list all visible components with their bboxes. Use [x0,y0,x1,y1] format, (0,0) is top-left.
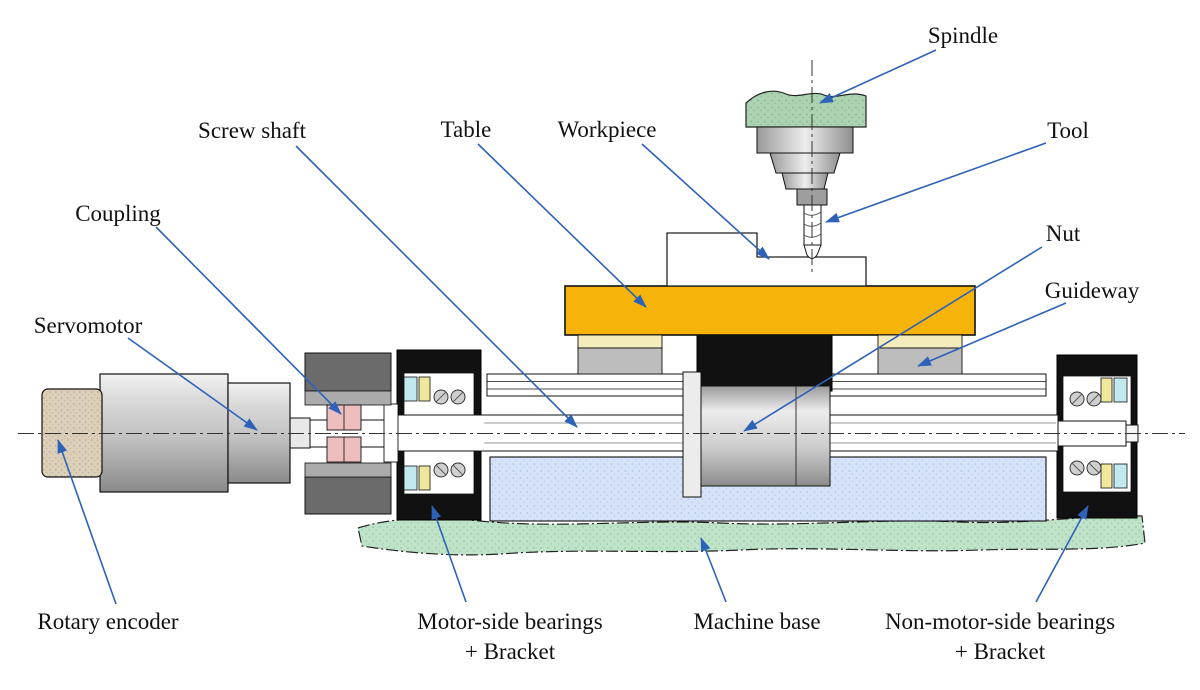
nut-flange [682,371,702,498]
leader-guideway [917,302,1067,367]
leader-non-motor-side-bearings [1035,505,1089,603]
table-pad-right [877,334,963,349]
spindle-housing-step3 [781,172,829,190]
leader-coupling [155,226,342,415]
workpiece-body [666,232,867,287]
leader-workpiece [641,143,770,260]
nut-shape [682,334,833,498]
table-pad-left [577,334,663,349]
label-coupling: Coupling [75,201,161,226]
label-non-motor-side-bearings-line2: + Bracket [955,639,1046,664]
table-body [564,285,976,336]
label-spindle: Spindle [928,23,998,48]
coupling-hub-bottom [304,462,392,478]
label-table: Table [441,117,492,142]
label-screw-shaft: Screw shaft [198,118,307,143]
spindle-housing-step2 [769,152,841,174]
leader-table [477,143,647,308]
label-workpiece: Workpiece [557,117,656,142]
coupling-shape [289,352,392,515]
ball-contact-line [1088,462,1100,474]
ball-contact-line [1088,393,1100,405]
bearing-spacer-yellow [1100,463,1113,489]
machine-base-shape [357,515,1146,556]
label-motor-side-bearings-line1: Motor-side bearings [417,609,602,634]
label-motor-side-bearings-line2: + Bracket [465,639,556,664]
bearing-spacer-cyan [403,376,418,402]
machine-base-body [357,515,1146,556]
coupling-hub-top [304,390,392,406]
workpiece-shape [666,232,867,287]
label-tool: Tool [1047,118,1089,143]
guideway-carriage-left [577,347,663,375]
bearing-spacer-yellow [1100,377,1113,403]
leader-screw-shaft [295,145,578,428]
coupling-housing-top [304,352,392,392]
label-servomotor: Servomotor [34,313,143,338]
spindle-head-block [745,90,867,128]
labels-layer: Spindle Tool Screw shaft Table Workpiece… [34,23,1140,664]
spindle-shape [745,90,867,206]
ball-contact-line [1071,462,1083,474]
label-non-motor-side-bearings-line1: Non-motor-side bearings [885,609,1115,634]
leader-motor-side-bearings [431,505,467,603]
bearing-spacer-cyan [1113,377,1128,403]
non-motor-side-bearings-shape [1069,377,1128,489]
leader-tool [825,142,1047,223]
spindle-housing-step1 [756,126,854,154]
label-guideway: Guideway [1045,278,1140,303]
leader-lines [57,49,1089,605]
ball-contact-line [452,464,464,476]
nut-hanger-block [696,334,833,392]
nut-body [700,385,831,487]
leader-spindle [819,49,937,104]
ball-contact-line [452,391,464,403]
ball-contact-line [1071,393,1083,405]
label-nut: Nut [1046,221,1081,246]
ball-contact-line [435,391,447,403]
centerlines [18,60,1185,434]
leader-nut [743,246,1043,432]
bearing-spacer-cyan [1113,463,1128,489]
label-machine-base: Machine base [693,609,820,634]
coupling-housing-bottom [304,476,392,515]
leader-servomotor [127,337,258,431]
leader-machine-base [700,537,727,603]
bearing-spacer-yellow [418,376,431,402]
leader-rotary-encoder [57,439,117,605]
bearing-spacer-yellow [418,465,431,491]
ball-contact-line [435,464,447,476]
bearing-spacer-cyan [403,465,418,491]
label-rotary-encoder: Rotary encoder [37,609,178,634]
